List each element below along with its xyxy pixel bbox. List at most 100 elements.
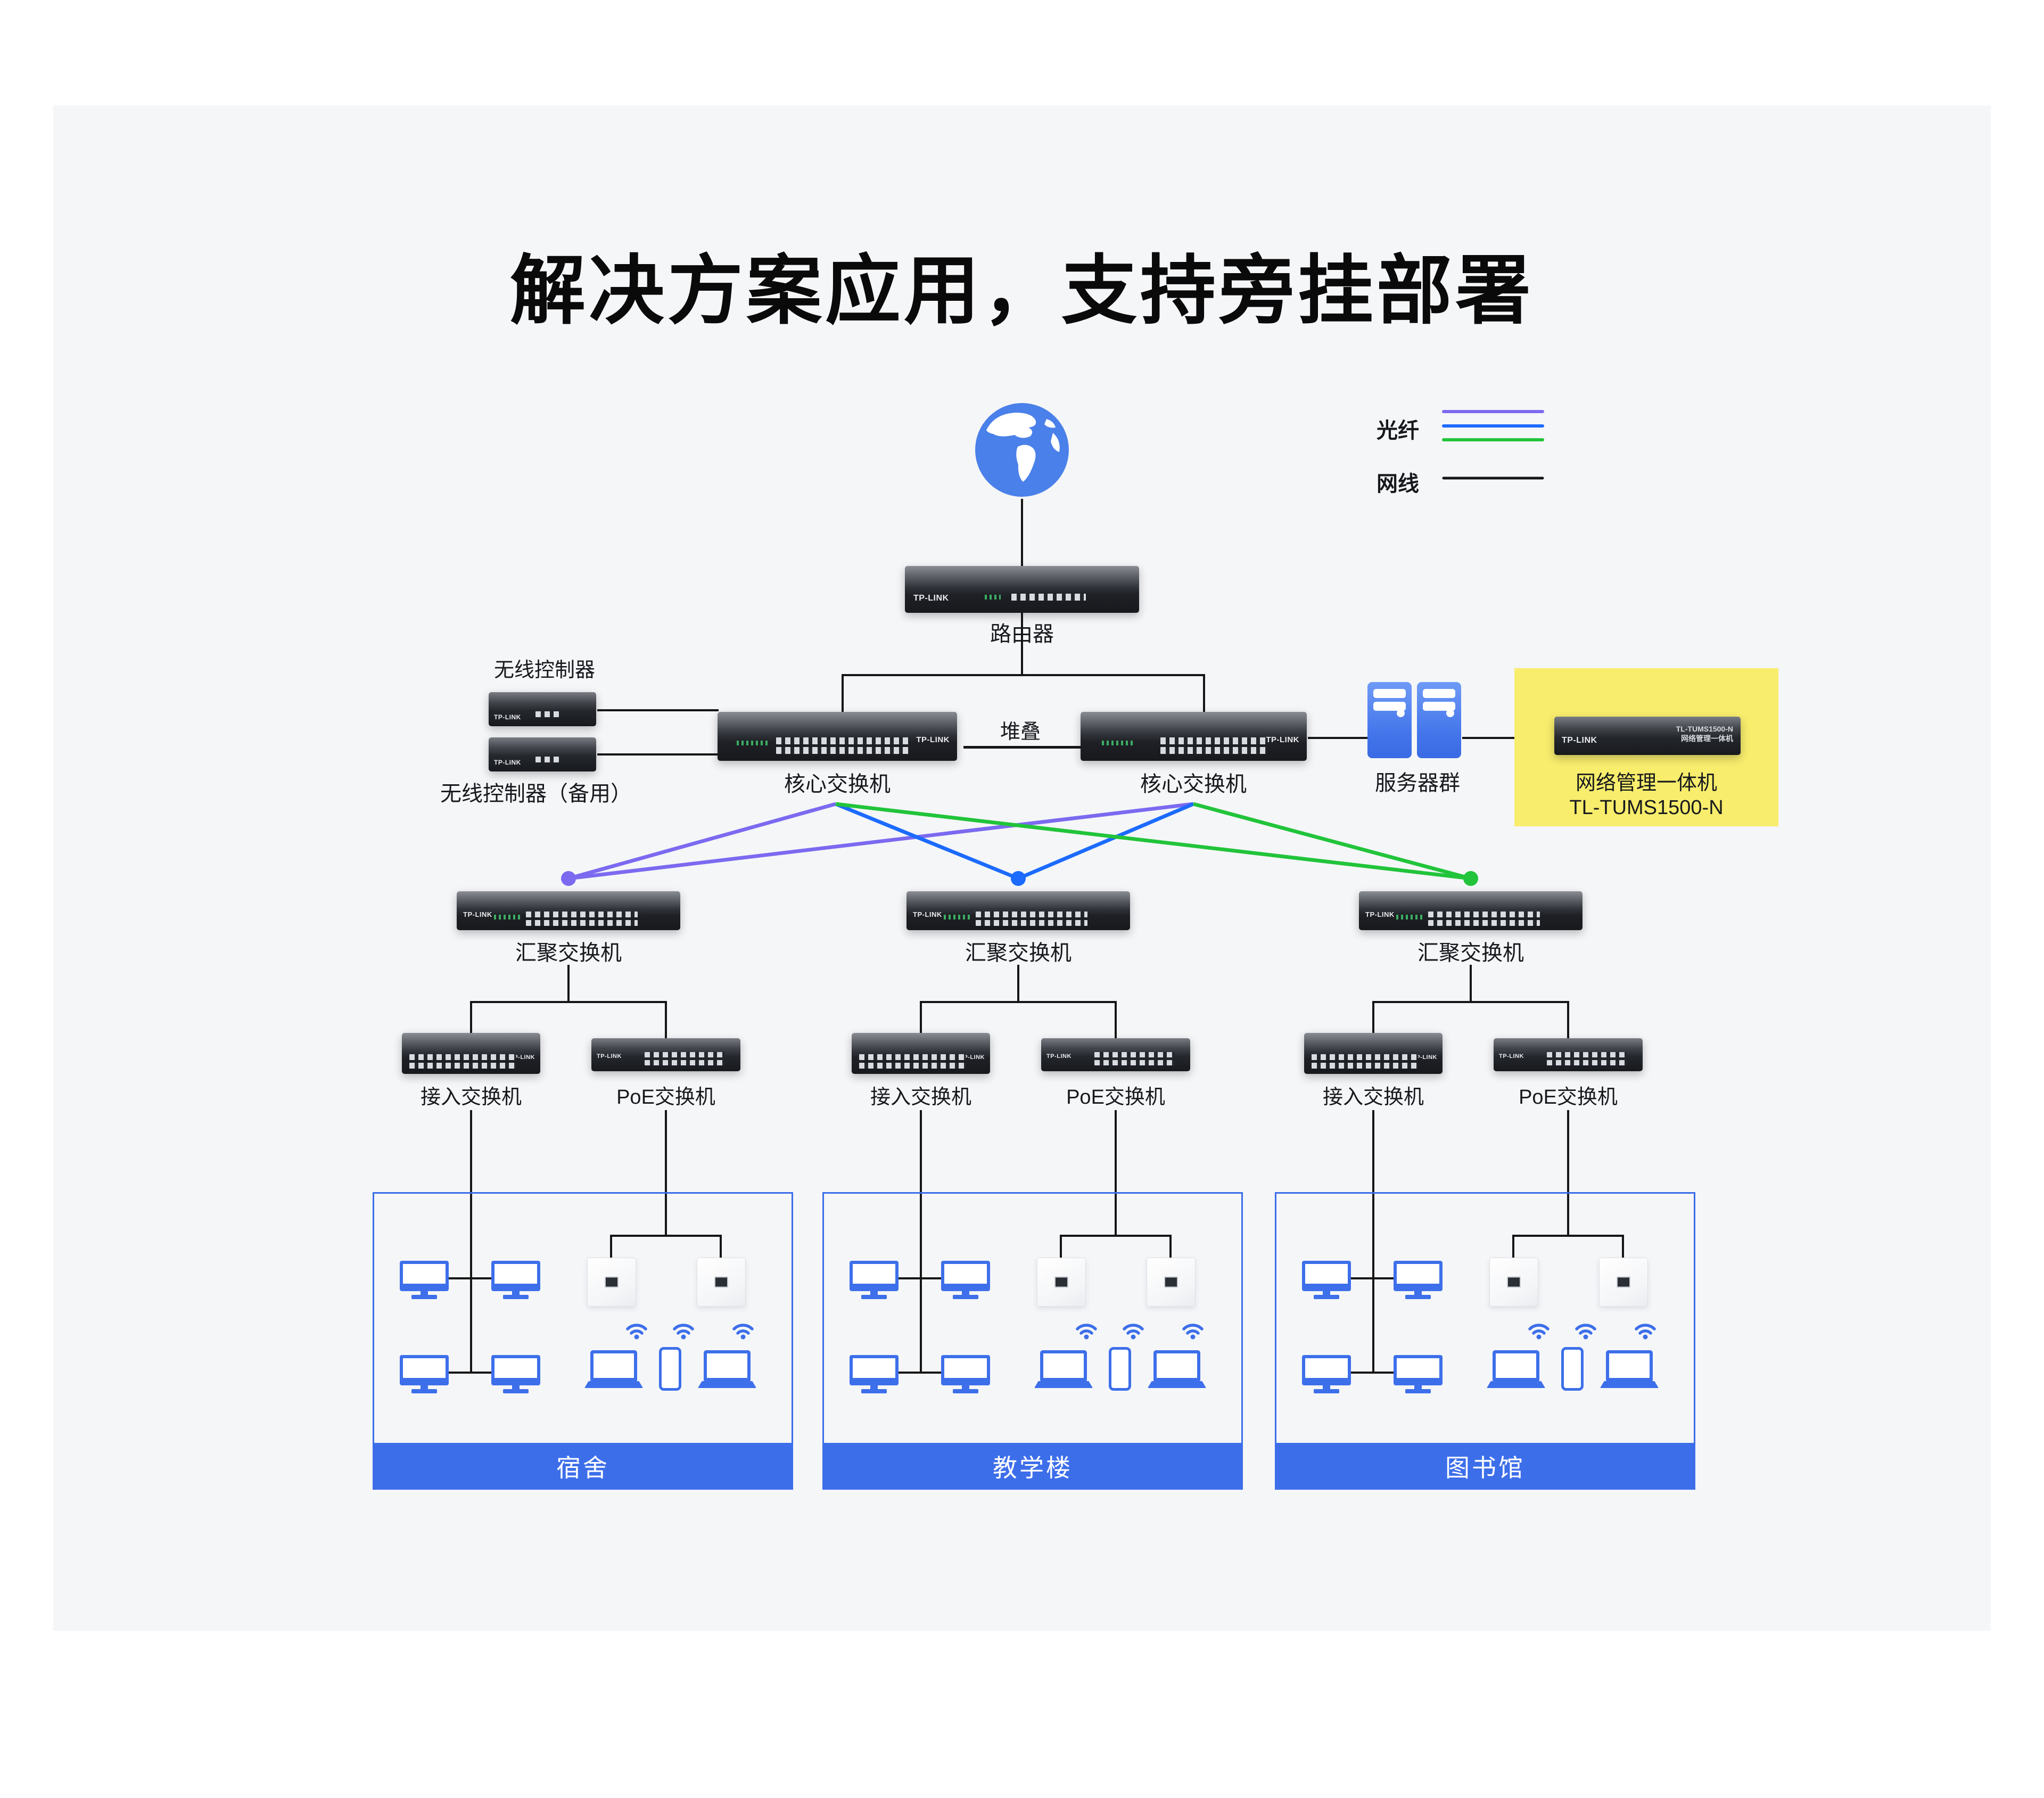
fiber-blue-to-core2 — [1017, 802, 1194, 881]
wlc-label: 无线控制器 — [493, 659, 596, 682]
connector-ap1-stem — [1512, 1235, 1514, 1259]
poe-switch-label: PoE交换机 — [616, 1086, 715, 1109]
campus-group-teaching-building: TP-LINK 汇聚交换机 TP-LINK 接入交换机 TP-LINK PoE交… — [822, 879, 1243, 1517]
agg-ports-bottom — [526, 920, 638, 926]
mgmt-faceplate-text: TL-TUMS1500-N 网络管理一体机 — [1676, 724, 1733, 743]
poe-ports-bottom — [645, 1060, 724, 1065]
access-switch-device: TP-LINK — [1304, 1033, 1443, 1074]
desktop-monitor-icon — [850, 1261, 899, 1299]
router-brand-logo: TP-LINK — [913, 594, 949, 603]
core1-leds — [737, 741, 769, 745]
desktop-monitor-icon — [400, 1355, 449, 1393]
poe-switch-device: TP-LINK — [1041, 1038, 1190, 1071]
poe-switch-label: PoE交换机 — [1519, 1086, 1618, 1109]
access-ports-bottom — [1312, 1063, 1418, 1069]
connector-servers-mgmt — [1462, 737, 1557, 739]
server-power-dot — [1446, 709, 1454, 717]
agg-ports-top — [976, 912, 1087, 917]
router-ports — [1011, 594, 1086, 601]
desktop-monitor-icon — [850, 1355, 899, 1393]
connector-poe-stem — [1567, 1001, 1569, 1039]
connector-ap1-stem — [1060, 1235, 1062, 1259]
connector-poe-drop — [665, 1110, 667, 1237]
connector-poe-drop — [1115, 1110, 1117, 1237]
campus-group-library: TP-LINK 汇聚交换机 TP-LINK 接入交换机 TP-LINK PoE交… — [1275, 879, 1695, 1517]
mgmt-label-line2: TL-TUMS1500-N — [1569, 797, 1724, 819]
connector-split-bar — [1372, 1001, 1569, 1003]
core2-ports-top — [1160, 737, 1267, 744]
desktop-monitor-icon — [1394, 1261, 1443, 1299]
connector-ap2-stem — [1622, 1235, 1624, 1259]
fiber-purple-to-core1 — [568, 802, 836, 881]
access-ports-bottom — [409, 1063, 516, 1069]
phone-icon — [1109, 1347, 1131, 1391]
mgmt-face-model: TL-TUMS1500-N — [1676, 725, 1733, 733]
desktop-monitor-icon — [1302, 1261, 1351, 1299]
desktop-monitor-icon — [491, 1355, 540, 1393]
fiber-endpoint-dot-2 — [1011, 871, 1026, 886]
aggregation-switch-label: 汇聚交换机 — [965, 941, 1072, 965]
building-box-dormitory: 宿舍 — [373, 1192, 793, 1490]
connector-wlc2-core1 — [597, 753, 719, 756]
phone-icon — [659, 1347, 681, 1391]
desktop-monitor-icon — [400, 1261, 449, 1299]
access-switch-device: TP-LINK — [402, 1033, 540, 1074]
wifi-icon — [626, 1324, 647, 1340]
building-box-teaching: 教学楼 — [822, 1192, 1243, 1490]
server-slot — [1423, 702, 1455, 711]
mgmt-face-name: 网络管理一体机 — [1681, 734, 1733, 743]
connector-monitor-row1 — [448, 1277, 492, 1279]
access-brand-logo: TP-LINK — [1412, 1054, 1437, 1061]
desktop-monitor-icon — [491, 1261, 540, 1299]
core-switch-1-label: 核心交换机 — [784, 773, 891, 796]
core-switch-2-device: TP-LINK — [1081, 712, 1307, 761]
internet-globe-icon — [975, 403, 1069, 497]
agg-brand-logo: TP-LINK — [463, 910, 492, 918]
building-footer: 宿舍 — [373, 1443, 793, 1490]
wifi-icon — [673, 1324, 694, 1340]
poe-brand-logo: TP-LINK — [1499, 1053, 1524, 1060]
connector-access-drop — [920, 1110, 922, 1373]
desktop-monitor-icon — [1302, 1355, 1351, 1393]
building-footer: 图书馆 — [1275, 1443, 1695, 1490]
wifi-icon — [1635, 1324, 1656, 1340]
aggregation-switch-device: TP-LINK — [906, 891, 1130, 930]
agg-leds — [1396, 915, 1423, 919]
fiber-blue-to-core1 — [835, 802, 1019, 881]
connector-poe-stem — [1115, 1001, 1117, 1039]
poe-brand-logo: TP-LINK — [1046, 1053, 1072, 1060]
aggregation-switch-device: TP-LINK — [457, 891, 680, 930]
fiber-green-to-core1 — [835, 802, 1471, 881]
connector-stack-line — [963, 746, 1082, 749]
wlc-backup-brand-logo: TP-LINK — [494, 759, 521, 766]
mgmt-device: TP-LINK TL-TUMS1500-N 网络管理一体机 — [1554, 717, 1741, 755]
wall-ap-icon — [587, 1258, 636, 1307]
connector-poe-stem — [665, 1001, 667, 1039]
connector-core2-stem — [1203, 674, 1205, 723]
laptop-icon — [698, 1350, 756, 1388]
page-title: 解决方案应用，支持旁挂部署 — [510, 249, 1534, 333]
connector-poe-drop — [1567, 1110, 1569, 1237]
server-slot — [1373, 702, 1406, 711]
poe-switch-device: TP-LINK — [1494, 1038, 1643, 1071]
poe-ports-top — [1094, 1052, 1174, 1057]
core1-ports-bottom — [776, 747, 909, 754]
router-device: TP-LINK — [905, 566, 1139, 613]
laptop-icon — [1034, 1350, 1093, 1388]
laptop-icon — [584, 1350, 643, 1388]
agg-leds — [944, 915, 970, 919]
wifi-icon — [1076, 1324, 1097, 1340]
fiber-endpoint-dot-1 — [561, 871, 576, 886]
server-slot — [1373, 689, 1406, 698]
building-box-library: 图书馆 — [1275, 1192, 1695, 1490]
connector-monitor-row2 — [1350, 1372, 1395, 1374]
wifi-icon — [1528, 1324, 1550, 1340]
poe-brand-logo: TP-LINK — [597, 1053, 622, 1060]
connector-core1-stem — [842, 674, 844, 723]
server-power-dot — [1397, 709, 1405, 717]
fiber-green-to-core2 — [1193, 802, 1471, 881]
server-group-label: 服务器群 — [1375, 771, 1460, 795]
phone-icon — [1561, 1347, 1584, 1391]
agg-leds — [494, 915, 521, 919]
connector-wlc1-core1 — [597, 709, 719, 711]
